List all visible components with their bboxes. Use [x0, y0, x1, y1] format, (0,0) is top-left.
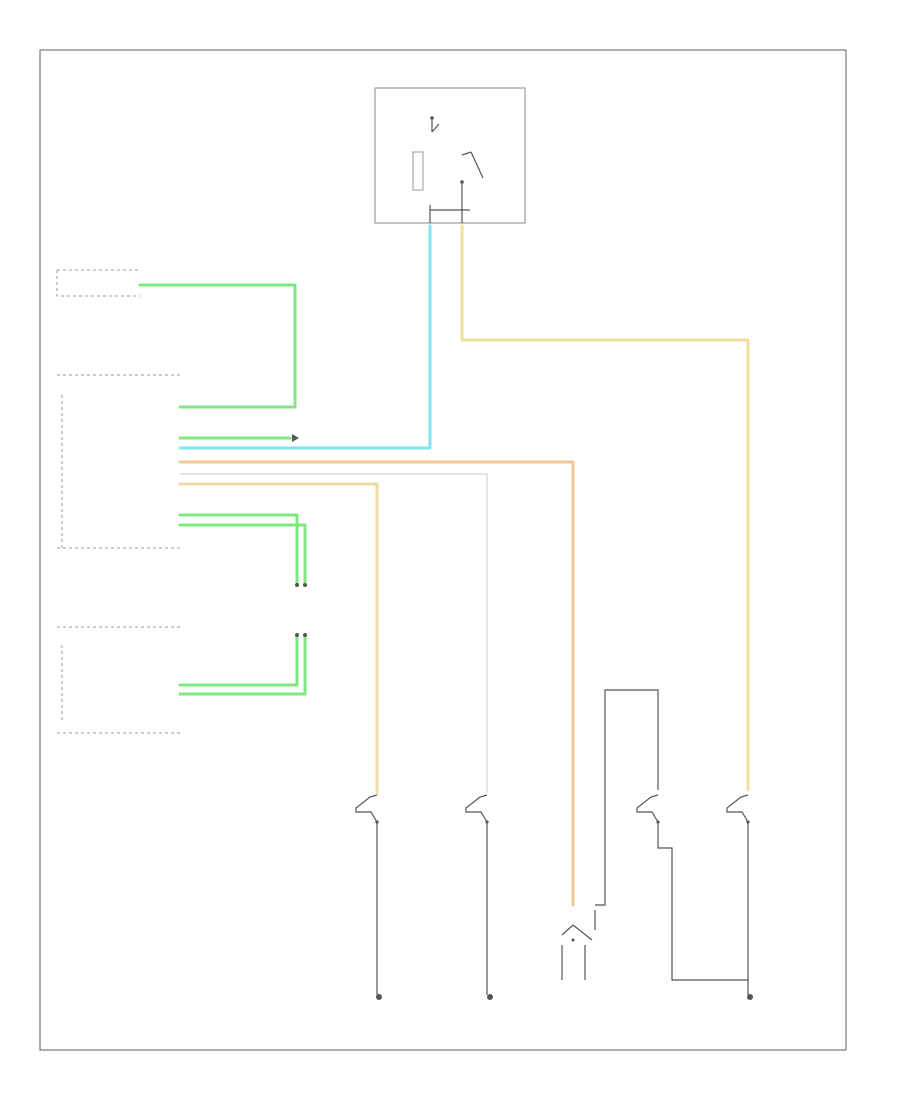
green-wire-4 [178, 523, 307, 587]
splice-icon [295, 633, 307, 637]
green-wire-6 [178, 633, 307, 696]
cyan-wire [178, 224, 432, 450]
top-switch-module [374, 87, 526, 224]
connector-outline [57, 626, 183, 734]
switch-icon [430, 116, 440, 133]
gray-wire [180, 473, 488, 793]
switch-lower-center [561, 689, 659, 980]
switch-left [355, 794, 382, 1000]
body-control-module [57, 374, 183, 549]
switch-icon [636, 794, 660, 824]
connector-outline [57, 374, 183, 549]
left-connector-block-1 [56, 269, 140, 297]
splice-icon [295, 583, 307, 587]
ground-icon [487, 994, 493, 1000]
bottom-left-connector-block [57, 626, 183, 734]
switch-icon [460, 151, 484, 223]
green-wire-5 [178, 633, 299, 687]
switch-right-1 [636, 794, 748, 981]
orange-wire [178, 460, 575, 907]
switch-icon [355, 794, 379, 824]
yellow-wire-right [460, 224, 750, 792]
yellow-wire-left [178, 482, 379, 795]
switch-center [465, 794, 493, 1000]
switch-icon [561, 924, 593, 942]
green-wire-3 [178, 513, 299, 587]
green-wire-1 [138, 283, 297, 409]
switch-icon [465, 794, 489, 824]
ground-icon [376, 994, 382, 1000]
switch-icon [726, 794, 750, 824]
diagram-border [39, 49, 847, 1051]
top-module-inner-box [412, 151, 424, 191]
ground-icon [747, 994, 753, 1000]
top-module-box [374, 87, 526, 224]
arrow-icon [292, 434, 299, 442]
connector-outline [56, 269, 140, 297]
switch-right-2 [726, 794, 753, 1000]
